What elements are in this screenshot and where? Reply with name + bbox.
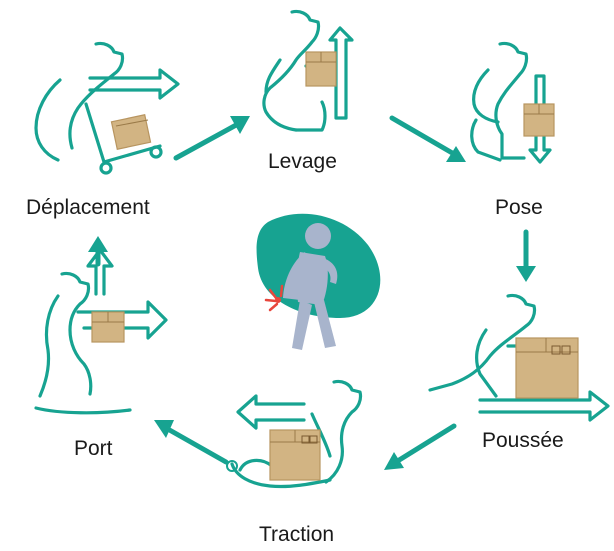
arrow-levage-to-pose (389, 115, 466, 162)
pushing-figure-icon (428, 293, 610, 422)
pain-burst-icon (264, 284, 284, 312)
lowering-figure-icon (470, 41, 555, 164)
worker-back-pain-icon (256, 213, 381, 350)
lifting-figure-icon (262, 9, 354, 132)
arrow-deplacement-to-levage (173, 116, 250, 161)
pulling-figure-icon (230, 379, 363, 489)
label-port: Port (74, 437, 113, 460)
box-fragile-icon (551, 345, 571, 355)
trolley-figure-icon (34, 41, 180, 175)
arrow-traction-to-port (154, 420, 238, 472)
label-deplacement: Déplacement (26, 196, 150, 219)
label-pose: Pose (495, 196, 543, 219)
arrow-port-to-deplacement (88, 236, 108, 267)
carrying-figure-icon (34, 248, 168, 415)
arrow-poussee-to-traction (384, 423, 457, 470)
label-levage: Levage (268, 150, 337, 173)
label-traction: Traction (259, 523, 335, 546)
arrow-pose-to-poussee (516, 229, 536, 282)
label-poussee: Poussée (482, 429, 564, 452)
box-fragile-icon (301, 435, 318, 444)
